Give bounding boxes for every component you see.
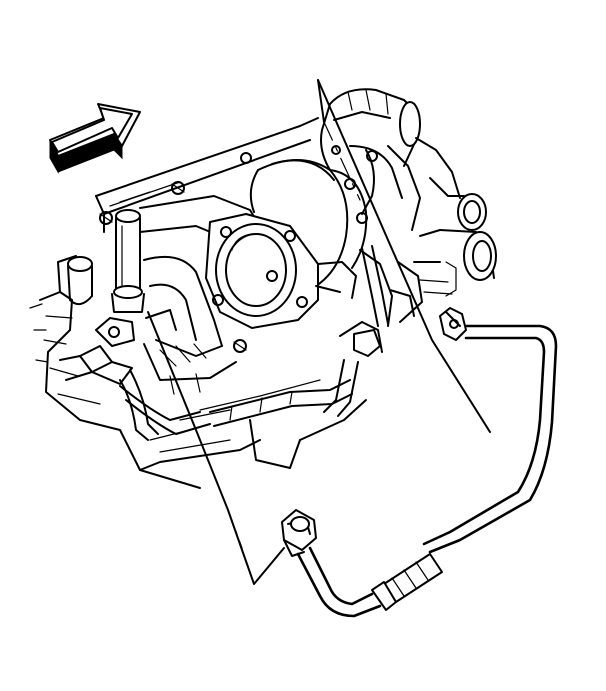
turbocharger <box>205 88 421 329</box>
callout-lower-fitting <box>147 311 285 585</box>
coolant-fittings <box>59 209 159 441</box>
intake-assembly <box>359 137 497 327</box>
front-direction-arrow-icon <box>49 103 141 174</box>
oil-feed-line <box>281 307 558 618</box>
callout-turbo <box>317 79 491 433</box>
oil-return-line <box>323 245 389 417</box>
